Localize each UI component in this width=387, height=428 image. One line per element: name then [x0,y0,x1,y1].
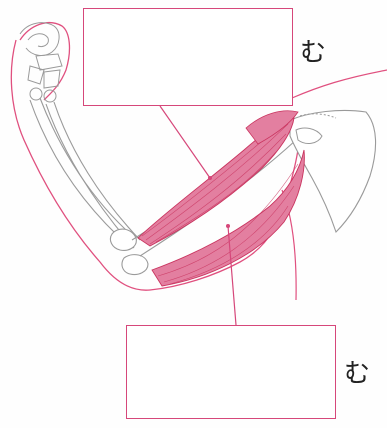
answer-box-upper[interactable] [83,8,293,106]
hand-bones [20,23,62,102]
leader-arrow-top [208,176,212,180]
upper-label-suffix: む [300,40,326,66]
shoulder-outline [292,70,387,98]
forearm-bones [30,98,140,248]
lower-label-suffix: む [344,361,370,387]
leader-line-top [160,106,210,178]
answer-box-lower[interactable] [126,325,336,419]
leader-arrow-bottom [226,224,230,228]
